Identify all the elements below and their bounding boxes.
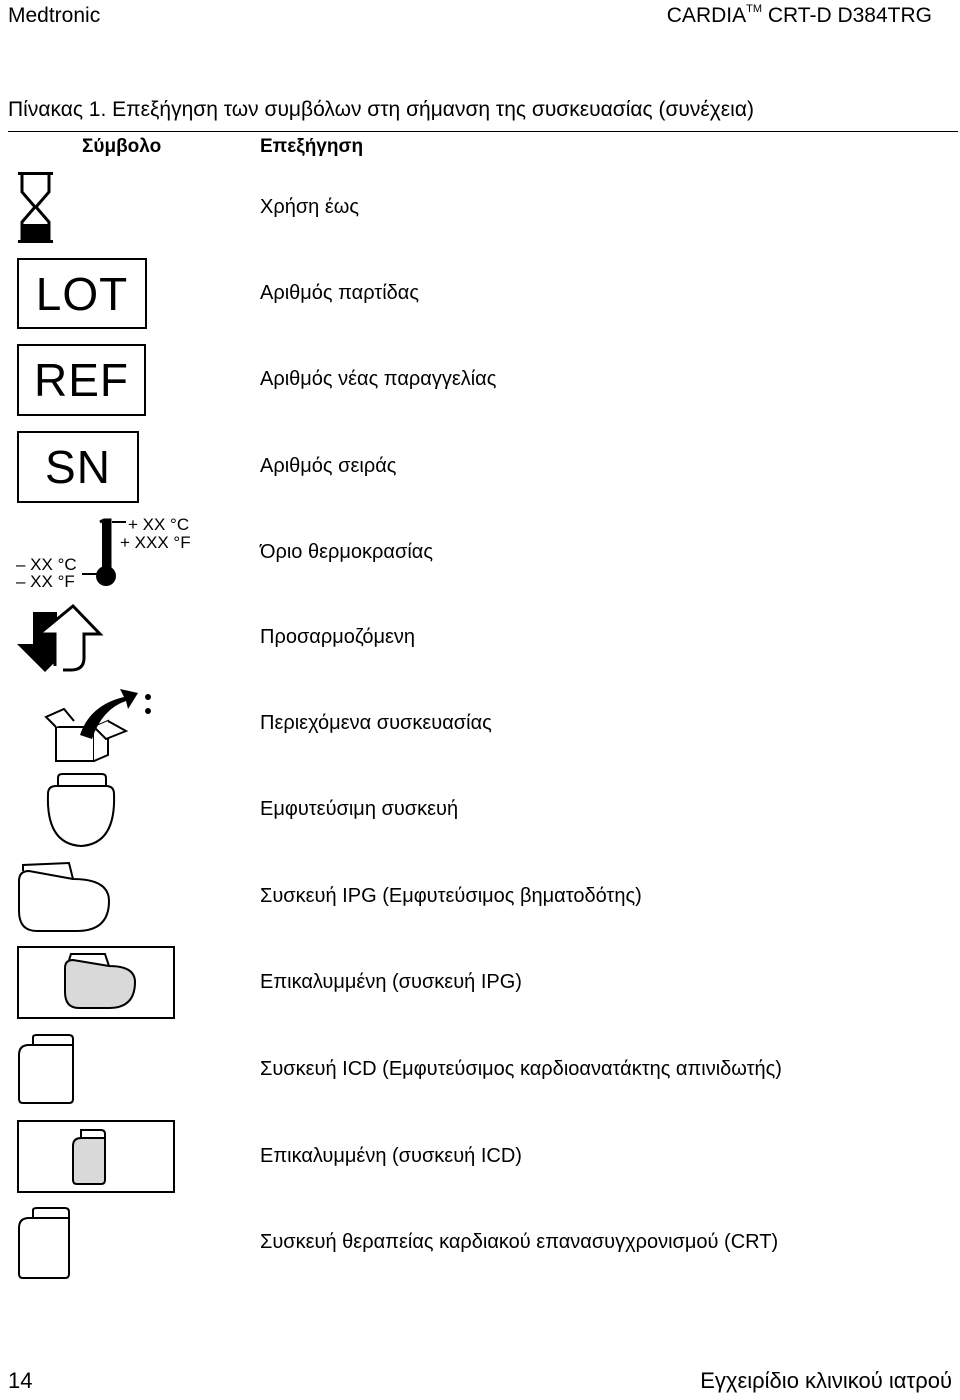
temp-high-f: + XXX °F [120, 533, 191, 552]
trademark: TM [746, 3, 763, 15]
manual-title: Εγχειρίδιο κλινικού ιατρού [700, 1368, 952, 1393]
column-header-explanation: Επεξήγηση [260, 136, 364, 157]
row-text-ref: Αριθμός νέας παραγγελίας [260, 368, 497, 390]
row-text-sn: Αριθμός σειράς [260, 455, 397, 477]
row-text-package-contents: Περιεχόμενα συσκευασίας [260, 712, 492, 734]
thermometer-icon [82, 518, 126, 586]
header-product-model: CRT-D D384TRG [762, 4, 932, 27]
sn-icon: SN [17, 431, 139, 503]
ref-icon: REF [17, 344, 146, 416]
adapter-arrows-icon [17, 603, 104, 672]
row-text-coated-icd: Επικαλυμμένη (συσκευή ICD) [260, 1145, 522, 1167]
row-text-crt: Συσκευή θεραπείας καρδιακού επανασυγχρον… [260, 1231, 779, 1253]
implantable-device-icon [46, 773, 116, 848]
lot-icon: LOT [17, 258, 147, 329]
temp-high-c: + XX °C [128, 515, 190, 534]
row-text-use-by: Χρήση έως [260, 196, 360, 218]
icd-icon [18, 1034, 74, 1104]
temp-low-f: – XX °F [16, 572, 75, 591]
coated-icd-icon [17, 1120, 175, 1193]
page-number: 14 [8, 1368, 33, 1393]
coated-ipg-icon [17, 946, 175, 1019]
row-text-implantable-device: Εμφυτεύσιμη συσκευή [260, 798, 459, 820]
open-box-icon [44, 689, 151, 762]
header-product-name: CARDIA [666, 4, 747, 27]
row-text-lot: Αριθμός παρτίδας [260, 282, 419, 304]
column-header-symbol: Σύμβολο [82, 136, 162, 157]
header-brand: Medtronic [8, 4, 101, 27]
divider [8, 131, 958, 132]
ipg-icon [18, 861, 111, 932]
header-product: CARDIATM CRT-D D384TRG [666, 3, 932, 28]
row-text-coated-ipg: Επικαλυμμένη (συσκευή IPG) [260, 971, 522, 993]
row-text-temperature: Όριο θερμοκρασίας [260, 541, 433, 563]
row-text-ipg: Συσκευή IPG (Εμφυτεύσιμος βηματοδότης) [260, 885, 642, 907]
temp-low-c: – XX °C [16, 555, 77, 574]
row-text-icd: Συσκευή ICD (Εμφυτεύσιμος καρδιοανατάκτη… [260, 1058, 782, 1080]
hourglass-icon [18, 172, 53, 243]
crt-icon [18, 1207, 70, 1279]
table-title: Πίνακας 1. Επεξήγηση των συμβόλων στη σή… [8, 98, 754, 121]
row-text-adaptable: Προσαρμοζόμενη [260, 626, 416, 648]
